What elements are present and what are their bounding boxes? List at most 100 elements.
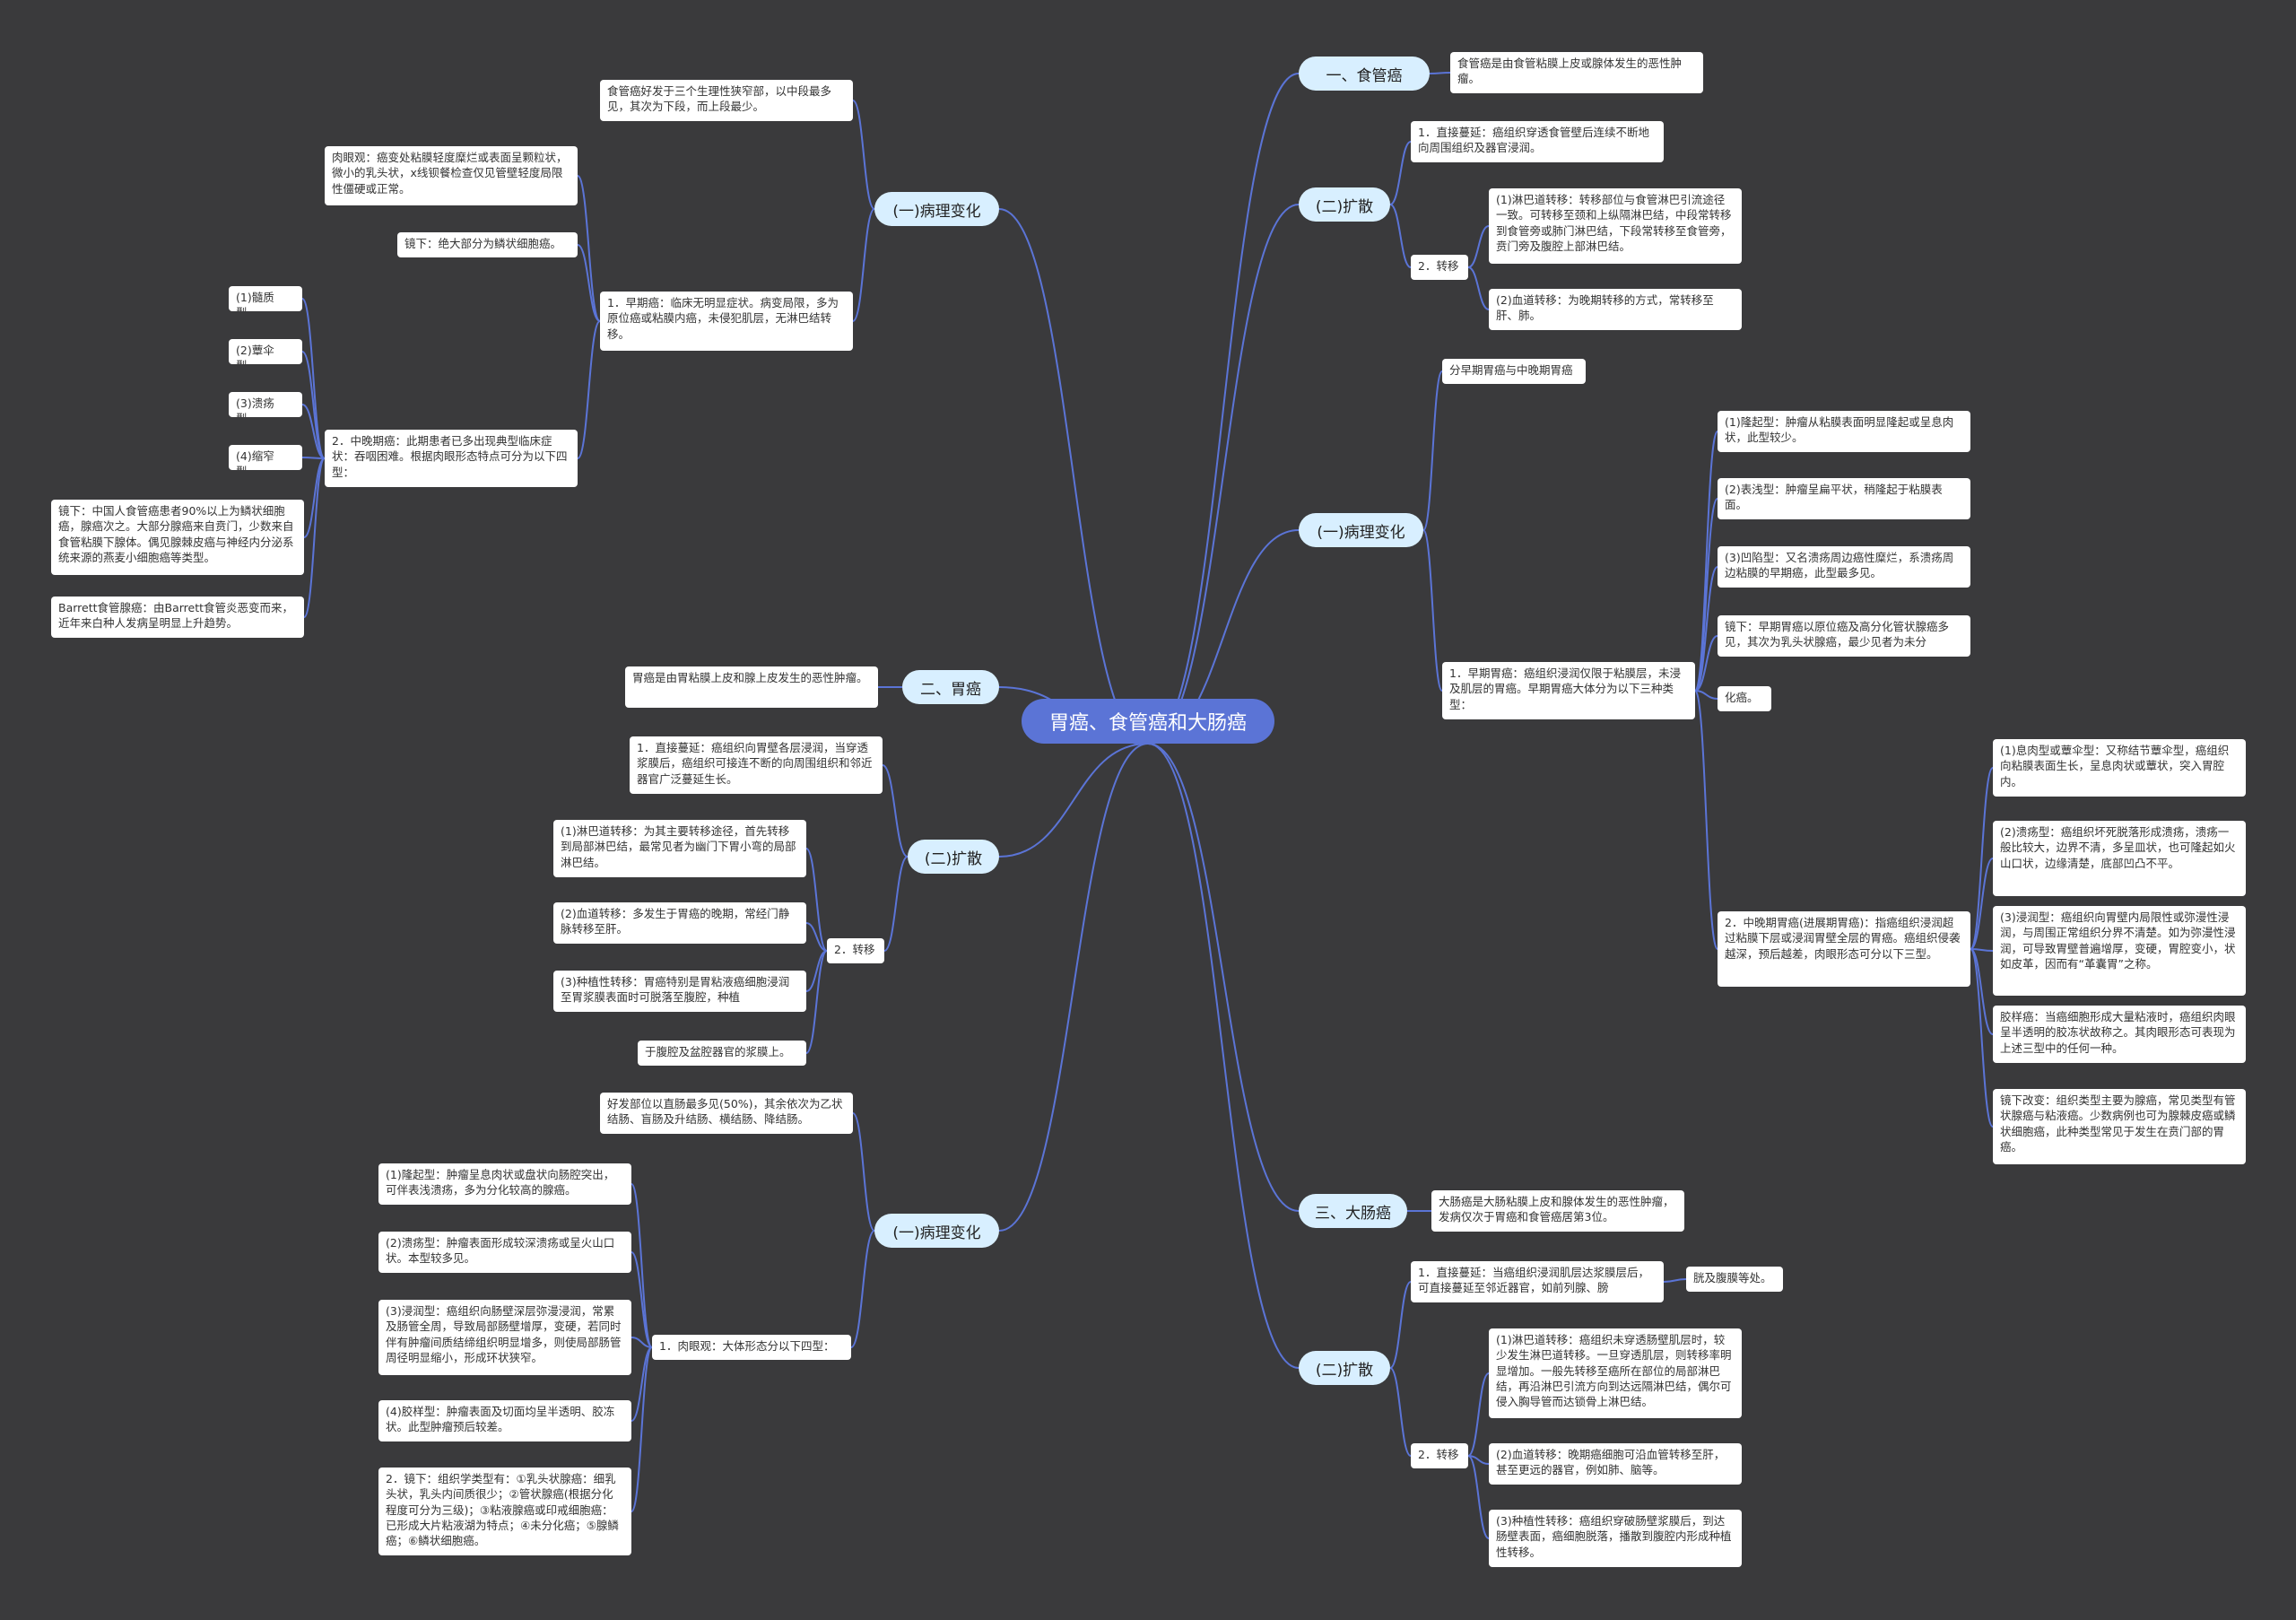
colorectal-implantation-metastasis: (3)种植性转移：癌组织穿破肠壁浆膜后，到达肠壁表面，癌细胞脱落，播散到腹腔内形… (1489, 1510, 1742, 1567)
stomach-early-microscopic: 镜下：早期胃癌以原位癌及高分化管状腺癌多见，其次为乳头状腺癌，最少见者为未分 (1718, 615, 1970, 657)
connector-line (577, 244, 601, 322)
connector-line (998, 208, 1149, 745)
connector-line (301, 457, 326, 459)
connector-line (998, 743, 1149, 858)
branch-colorectal-cancer[interactable]: 三、大肠癌 (1299, 1194, 1407, 1228)
stomach-advanced-polypoid: (1)息肉型或蕈伞型：又称结节蕈伞型，癌组织向粘膜表面生长，呈息肉状或蕈状，突入… (1993, 739, 2246, 797)
connector-line (1694, 690, 1718, 700)
stomach-metastasis: 2．转移 (827, 938, 884, 963)
branch-gastric-cancer[interactable]: 二、胃癌 (902, 670, 999, 704)
stomach-colloid-carcinoma: 胶样癌：当癌细胞形成大量粘液时，癌组织肉眼呈半透明的胶冻状故称之。其肉眼形态可表… (1993, 1006, 2246, 1063)
esophagus-early-cancer: 1．早期癌：临床无明显症状。病变局限，多为原位癌或粘膜内癌，未侵犯肌层，无淋巴结… (600, 292, 853, 351)
connector-line (303, 457, 326, 618)
connector-line (805, 922, 828, 952)
stomach-implantation-metastasis: (3)种植性转移：胃癌特别是胃粘液癌细胞浸润至胃浆膜表面时可脱落至腹腔，种植 (553, 971, 806, 1012)
central-topic[interactable]: 胃癌、食管癌和大肠癌 (1022, 699, 1274, 744)
connector-line (1694, 566, 1718, 692)
esophagus-late-microscopic: 镜下：中国人食管癌患者90%以上为鳞状细胞癌，腺癌次之。大部分腺癌来自贲门，少数… (51, 500, 304, 575)
connector-line (1389, 204, 1412, 268)
connector-line (1422, 529, 1443, 692)
connector-line (1422, 370, 1443, 531)
connector-line (805, 950, 828, 1054)
stomach-advanced-infiltrative: (3)浸润型：癌组织向胃壁内局限性或弥漫性浸润，与周围正常组织分界不清楚。如为弥… (1993, 906, 2246, 996)
esophagus-late-cancer: 2．中晚期癌：此期患者已多出现典型临床症状：吞咽困难。根据肉眼形态特点可分为以下… (325, 430, 578, 487)
esophagus-early-gross: 肉眼观：癌变处粘膜轻度糜烂或表面呈颗粒状，微小的乳头状，x线钡餐检查仅见管壁轻度… (325, 146, 578, 205)
stomach-early-superficial: (2)表浅型：肿瘤呈扁平状，稍隆起于粘膜表面。 (1718, 478, 1970, 519)
connector-line (631, 1183, 653, 1348)
esophagus-hematogenous-metastasis: (2)血道转移：为晚期转移的方式，常转移至肝、肺。 (1489, 289, 1742, 330)
connector-line (852, 100, 875, 210)
connector-line (1970, 767, 1994, 950)
connector-line (1147, 204, 1300, 745)
connector-line (852, 208, 875, 322)
stomach-implantation-cont: 于腹腔及盆腔器官的浆膜上。 (638, 1041, 806, 1066)
stomach-early-microscopic-cont: 化癌。 (1718, 686, 1771, 711)
connector-line (1389, 1367, 1412, 1457)
stomach-advanced-cancer: 2．中晚期胃癌(进展期胃癌)：指癌组织浸润超过粘膜下层或浸润胃壁全层的胃癌。癌组… (1718, 911, 1970, 987)
stomach-pathology-node[interactable]: (一)病理变化 (1299, 513, 1423, 547)
stomach-lymphatic-metastasis: (1)淋巴道转移：为其主要转移途径，首先转移到局部淋巴结，最常见者为幽门下胃小弯… (553, 820, 806, 877)
colorectal-microscopic: 2．镜下：组织学类型有：①乳头状腺癌：细乳头状，乳头内间质很少；②管状腺癌(根据… (378, 1468, 631, 1555)
colorectal-type-protruded: (1)隆起型：肿瘤呈息肉状或盘状向肠腔突出，可伴表浅溃疡，多为分化较高的腺癌。 (378, 1163, 631, 1205)
connector-line (631, 1251, 653, 1348)
connector-line (1694, 431, 1718, 692)
stomach-hematogenous-metastasis: (2)血道转移：多发生于胃癌的晚期，常经门静脉转移至肝。 (553, 902, 806, 944)
colorectal-type-infiltrative: (3)浸润型：癌组织向肠壁深层弥漫浸润，常累及肠管全周，导致局部肠壁增厚，变硬，… (378, 1300, 631, 1375)
esophagus-barrett-adenocarcinoma: Barrett食管腺癌：由Barrett食管炎恶变而来，近年来白种人发病呈明显上… (51, 597, 304, 638)
connector-line (301, 404, 326, 459)
connector-line (1467, 266, 1490, 310)
stomach-definition: 胃癌是由胃粘膜上皮和腺上皮发生的恶性肿瘤。 (625, 666, 878, 708)
stomach-stage-classification: 分早期胃癌与中晚期胃癌 (1442, 359, 1586, 384)
esophagus-direct-extension: 1．直接蔓延：癌组织穿透食管壁后连续不断地向周围组织及器官浸润。 (1411, 121, 1664, 162)
esophagus-lymphatic-metastasis: (1)淋巴道转移：转移部位与食管淋巴引流途径一致。可转移至颈和上纵隔淋巴结，中段… (1489, 188, 1742, 264)
connector-line (1663, 1278, 1687, 1283)
colorectal-hematogenous-metastasis: (2)血道转移：晚期癌细胞可沿血管转移至肝，甚至更远的器官，例如肺、脑等。 (1489, 1443, 1742, 1485)
stomach-early-excavated: (3)凹陷型：又名溃疡周边癌性糜烂，系溃疡周边粘膜的早期癌，此型最多见。 (1718, 546, 1970, 588)
colorectal-type-colloid: (4)胶样型：肿瘤表面及切面均呈半透明、胶冻状。此型肿瘤预后较差。 (378, 1400, 631, 1441)
connector-line (631, 1346, 653, 1422)
connector-line (883, 856, 909, 952)
connector-line (577, 320, 601, 459)
colorectal-direct-extension: 1．直接蔓延：当癌组织浸润肌层达浆膜层后，可直接蔓延至邻近器官，如前列腺、膀 (1411, 1261, 1664, 1302)
connector-line (998, 743, 1149, 1232)
connector-line (1970, 858, 1994, 950)
esophagus-pathology-node[interactable]: (一)病理变化 (874, 192, 999, 226)
connector-line (805, 848, 828, 952)
connector-line (1970, 948, 1994, 1035)
colorectal-metastasis: 2．转移 (1411, 1443, 1468, 1468)
colorectal-pathology-node[interactable]: (一)病理变化 (874, 1214, 999, 1248)
esophagus-definition: 食管癌是由食管粘膜上皮或腺体发生的恶性肿瘤。 (1450, 52, 1703, 93)
connector-line (577, 175, 601, 322)
esophagus-spread-node[interactable]: (二)扩散 (1299, 187, 1390, 222)
esophagus-type-constrictive: (4)缩窄型。 (229, 445, 302, 470)
colorectal-definition: 大肠癌是大肠粘膜上皮和腺体发生的恶性肿瘤，发病仅次于胃癌和食管癌居第3位。 (1431, 1190, 1684, 1232)
connector-line (1694, 690, 1718, 950)
colorectal-type-ulcerative: (2)溃疡型：肿瘤表面形成较深溃疡或呈火山口状。本型较多见。 (378, 1232, 631, 1273)
connector-line (1467, 1372, 1490, 1457)
esophagus-type-fungating: (2)蕈伞型。 (229, 339, 302, 364)
esophagus-early-microscopic: 镜下：绝大部分为鳞状细胞癌。 (397, 232, 578, 257)
connector-line (1467, 1455, 1490, 1465)
colorectal-common-sites: 好发部位以直肠最多见(50%)，其余依次为乙状结肠、盲肠及升结肠、横结肠、降结肠… (600, 1093, 853, 1134)
esophagus-common-sites: 食管癌好发于三个生理性狭窄部，以中段最多见，其次为下段，而上段最少。 (600, 80, 853, 121)
connector-line (631, 1346, 653, 1512)
connector-line (1970, 948, 1994, 1128)
colorectal-spread-node[interactable]: (二)扩散 (1299, 1351, 1390, 1385)
stomach-spread-node[interactable]: (二)扩散 (908, 840, 999, 874)
connector-line (1429, 72, 1451, 74)
esophagus-type-ulcerative: (3)溃疡型。 (229, 392, 302, 417)
connector-line (882, 764, 909, 858)
connector-line (301, 351, 326, 459)
stomach-direct-extension: 1．直接蔓延：癌组织向胃壁各层浸润，当穿透浆膜后，癌组织可接连不断的向周围组织和… (630, 736, 883, 794)
connector-line (1467, 1455, 1490, 1539)
connector-line (1147, 73, 1300, 745)
branch-esophageal-cancer[interactable]: 一、食管癌 (1299, 57, 1430, 91)
connector-line (852, 1112, 875, 1232)
stomach-advanced-ulcerative: (2)溃疡型：癌组织坏死脱落形成溃疡，溃疡一般比较大，边界不清，多呈皿状，也可隆… (1993, 821, 2246, 896)
colorectal-lymphatic-metastasis: (1)淋巴道转移：癌组织未穿透肠壁肌层时，较少发生淋巴道转移。一旦穿透肌层，则转… (1489, 1328, 1742, 1418)
colorectal-direct-extension-cont: 胱及腹膜等处。 (1686, 1267, 1783, 1292)
connector-line (1147, 743, 1300, 1369)
stomach-advanced-microscopic: 镜下改变：组织类型主要为腺癌，常见类型有管状腺癌与粘液癌。少数病例也可为腺棘皮癌… (1993, 1089, 2246, 1164)
